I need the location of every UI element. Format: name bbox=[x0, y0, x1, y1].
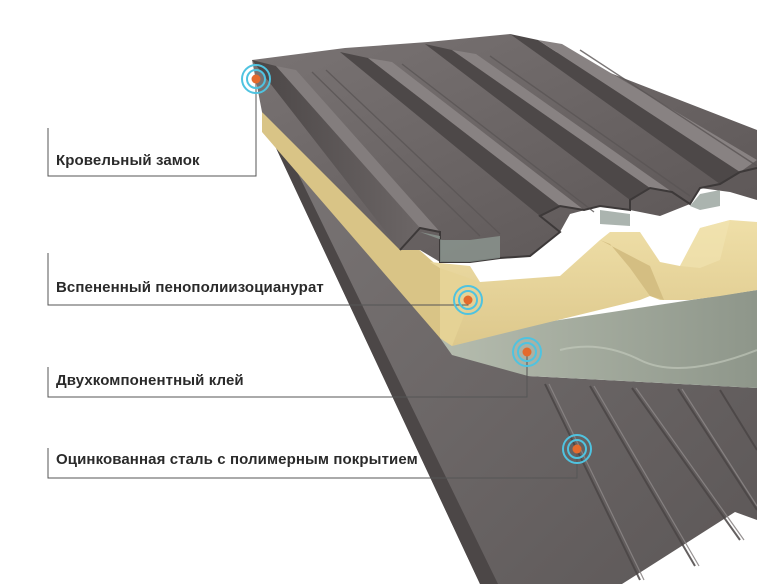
leader-line-adhesive bbox=[47, 352, 528, 398]
foam-core bbox=[262, 112, 757, 346]
target-marker-icon bbox=[512, 337, 542, 367]
top-corrugated-sheet bbox=[252, 34, 757, 263]
target-marker-icon bbox=[453, 285, 483, 315]
callout-label-adhesive: Двухкомпонентный клей bbox=[56, 372, 244, 389]
callout-label-coated-steel: Оцинкованная сталь с полимерным покрытие… bbox=[56, 451, 418, 468]
leader-line-roof-lock bbox=[47, 80, 257, 177]
bottom-steel-sheet bbox=[262, 92, 757, 584]
target-marker-icon bbox=[241, 64, 271, 94]
callout-label-roof-lock: Кровельный замок bbox=[56, 152, 200, 169]
target-marker-icon bbox=[562, 434, 592, 464]
callout-label-pir-foam: Вспененный пенополиизоцианурат bbox=[56, 279, 324, 296]
